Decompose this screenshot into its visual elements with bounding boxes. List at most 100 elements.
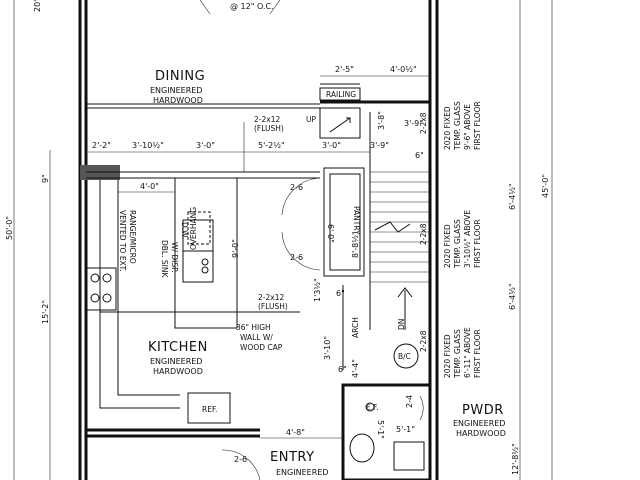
dimension-row: 2'-2" 3'-10½" 3'-0" 5'-2½" 3'-0" 3'-9" 6… [86,115,424,172]
dimension-label: 2-6 [290,183,303,192]
exterior-walls [78,0,439,480]
dimension-label: 6" [338,365,347,374]
stair-area: 2'-5" 4'-0½" RAILING UP DN [306,65,430,330]
dimension-label: 50'-0" [5,216,14,240]
refrigerator [187,392,231,424]
stair-treads [369,112,430,330]
dimension-label: 3'-0" [322,141,341,150]
dining-area: @ 12" O.C. 20' DINING ENGINEERED HARDWOO… [33,0,320,109]
dimension-label: 9'-6" ABOVE [463,104,472,150]
dimension-label: TEMP. GLASS [453,329,462,379]
kitchen-area: 4'-0" RANGE/MICRO VENTED TO EXT. D.W. DB… [85,171,320,424]
dimension-label: 2-4 [405,395,414,408]
dimension-label: TEMP. GLASS [453,219,462,269]
dimension-label: 8'-8½" [351,231,360,258]
dimension-label: 3'-9" [404,119,423,128]
dimension-label: 2'-2" [92,141,111,150]
kitchen-floor-finish-2: HARDWOOD [153,367,203,376]
dimension-label: FIRST FLOOR [473,329,482,378]
dimension-label: 6'-4½" [508,283,517,310]
ref-label: REF. [202,405,217,414]
range [85,267,117,311]
dimension-label: 2-2x8 [419,112,428,134]
dimension-label: 4'-0½" [390,65,417,74]
sink-label-2: W/ DISP. [170,242,179,273]
dimension-label: 5'-2½" [258,141,285,150]
powder-room: E.F. 5'-1" 5'-1" 2-4 PWDR ENGINEERED HAR… [341,383,506,480]
window-note-2: 2020 FIXED [443,224,452,268]
vanity-sink [393,441,425,471]
toilet [349,433,375,463]
dimension-label: 6'-11" ABOVE [463,327,472,378]
dimension-label: 6" [415,151,424,160]
window-notes: 2020 FIXED TEMP. GLASS 9'-6" ABOVE FIRST… [419,0,553,480]
beam-label-kitchen: 2-2x12 [258,293,284,302]
dimension-label: 4'-0" [140,182,159,191]
pwdr-floor-finish: ENGINEERED [453,419,505,428]
beam-label-kitchen-b: (FLUSH) [258,302,288,311]
dimension-label: 2'-5" [335,65,354,74]
dim-20: 20' [33,0,42,12]
dimension-label: 6'-0" [326,224,335,243]
dimension-label: 2-6 [290,253,303,262]
half-wall-note-2: WALL W/ [240,333,273,342]
arch-area: 1'3½" 6" ARCH 3'-10" 4'-4" 6" B/C [313,278,419,378]
half-wall-note-3: WOOD CAP [240,343,283,352]
dimension-label: FIRST FLOOR [473,101,482,150]
dimension-label: 4'-4" [351,359,360,378]
arch-label: ARCH [351,317,360,338]
stair-down-label: DN [397,319,406,330]
dimension-label: 6" [336,289,345,298]
dimension-label: 2-2x8 [419,330,428,352]
dining-floor-finish: ENGINEERED [150,86,202,95]
dishwasher [187,211,211,245]
left-dimensions: 50'-0" 15'-2" 9" [5,0,51,480]
dimension-label: 45'-0" [541,174,550,198]
dimension-label: 15'-2" [41,300,50,324]
entry-area: 4'-8" 2-6 ENTRY ENGINEERED [86,428,343,480]
dimension-label: FIRST FLOOR [473,219,482,268]
range-label-2: VENTED TO EXT. [118,210,127,272]
dimension-label: 1'3½" [313,278,322,302]
dimension-label: 3'-9" [370,141,389,150]
railing-label: RAILING [326,90,356,99]
dimension-label: 9'-0" [231,239,240,258]
stair-up-label: UP [306,115,316,124]
dimension-label: 12'-8½" [511,443,520,475]
half-wall-note: 36" HIGH [236,323,271,332]
dimension-label: 3'-10" [323,336,332,360]
dimension-label: E.F. [366,403,379,412]
sink-label: DBL. SINK [160,240,169,278]
dimension-label: 4'-8" [286,428,305,437]
dimension-label: 5'-1" [396,425,415,434]
dimension-label: 9" [41,174,50,183]
kitchen-island [174,177,238,329]
broom-closet [393,343,419,369]
window-note-1: 2020 FIXED [443,106,452,150]
beam-label-top: 2-2x12 [254,115,280,124]
dining-room-name: DINING [155,69,205,84]
dimension-label: 2-2x8 [419,223,428,245]
dimension-label: 6'-4½" [508,183,517,210]
dw-label: D.W. [180,222,189,239]
pantry-label: PANTRY [352,206,361,235]
overhang-label: OVERHANG [189,207,198,250]
dimension-label: 3'-0" [196,141,215,150]
joist-spacing-label: @ 12" O.C. [230,2,274,11]
dining-floor-finish-2: HARDWOOD [153,96,203,105]
kitchen-floor-finish: ENGINEERED [150,357,202,366]
pwdr-floor-finish-2: HARDWOOD [456,429,506,438]
dimension-label: 3'-10½" ABOVE [463,210,472,268]
window-note-3: 2020 FIXED [443,334,452,378]
entry-floor-finish: ENGINEERED [276,468,328,477]
range-label: RANGE/MICRO [128,210,137,264]
dimension-label: 2-6 [234,455,247,464]
beam-label-top-b: (FLUSH) [254,124,284,133]
dimension-label: 5'-1" [376,420,385,439]
dimension-label: 3'-8" [377,111,386,130]
kitchen-room-name: KITCHEN [148,340,208,355]
dimension-label: TEMP. GLASS [453,101,462,151]
dimension-label: 3'-10½" [132,141,164,150]
